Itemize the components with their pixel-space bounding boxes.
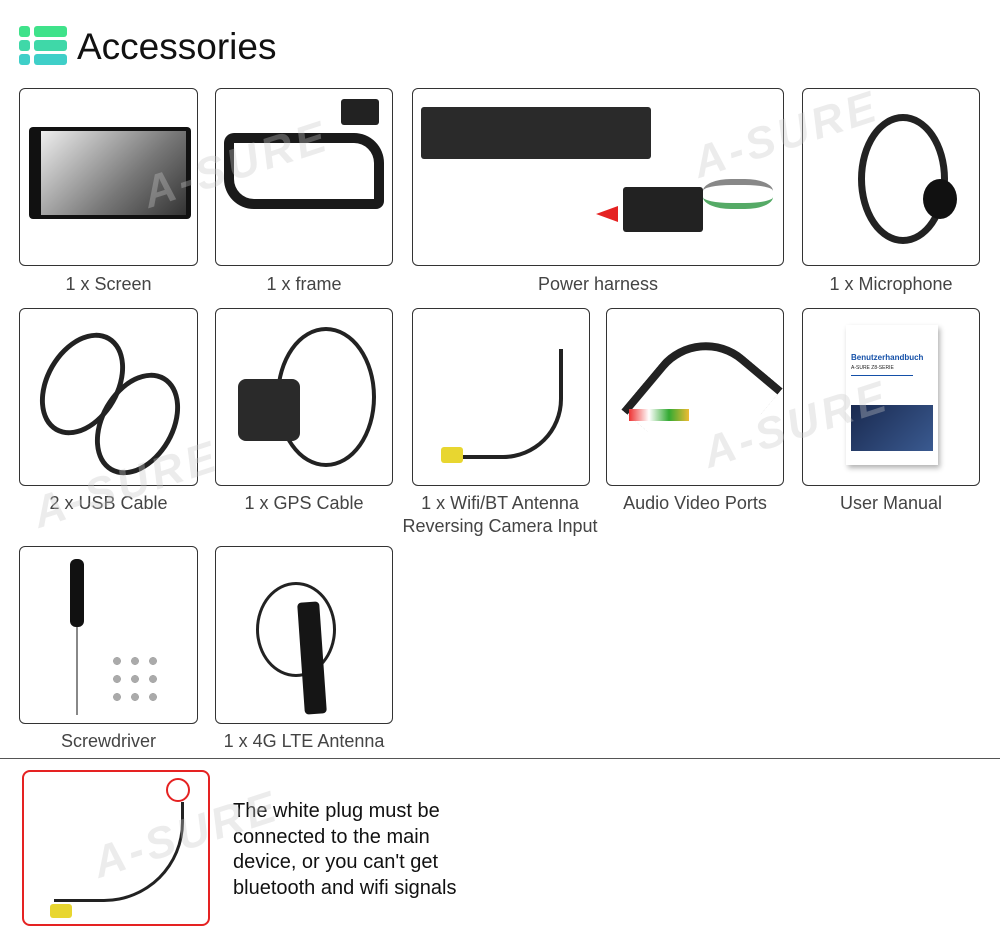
label-power-harness: Power harness	[537, 274, 659, 294]
card-microphone	[802, 88, 980, 266]
label-manual: User Manual	[839, 493, 943, 513]
divider	[0, 758, 1000, 759]
page-title: Accessories	[77, 26, 277, 67]
label-gps-cable: 1 x GPS Cable	[244, 493, 364, 513]
label-microphone: 1 x Microphone	[829, 274, 953, 294]
red-arrow-icon	[596, 206, 618, 222]
label-lte-antenna: 1 x 4G LTE Antenna	[223, 731, 385, 751]
card-gps-cable	[215, 308, 393, 486]
label-frame: 1 x frame	[266, 274, 342, 294]
screwdriver-image	[70, 559, 84, 627]
manual-image: Benutzerhandbuch A-SURE Z8-SERIE	[846, 325, 938, 465]
manual-title: Benutzerhandbuch	[851, 353, 924, 362]
label-screwdriver: Screwdriver	[60, 731, 157, 751]
white-plug-highlight	[166, 778, 190, 802]
card-antenna-cable	[412, 308, 590, 486]
list-icon	[19, 26, 67, 65]
harness-box-image	[623, 187, 703, 232]
label-antenna-line2: Reversing Camera Input	[402, 516, 598, 536]
label-av-ports: Audio Video Ports	[623, 493, 767, 513]
note-image-box	[22, 770, 210, 926]
card-usb-cable	[19, 308, 198, 486]
card-screwdriver	[19, 546, 198, 724]
card-power-harness	[412, 88, 784, 266]
card-av-ports	[606, 308, 784, 486]
antenna-cable-image	[443, 349, 563, 459]
manual-subtitle: A-SURE Z8-SERIE	[851, 365, 894, 371]
label-usb-cable: 2 x USB Cable	[49, 493, 168, 513]
note-text: The white plug must be connected to the …	[233, 800, 457, 899]
harness-connector-image	[421, 107, 651, 159]
card-lte-antenna	[215, 546, 393, 724]
av-ports-image	[621, 317, 783, 481]
card-screen	[19, 88, 198, 266]
lte-antenna-image	[256, 582, 336, 677]
label-antenna-cable: 1 x Wifi/BT Antenna Reversing Camera Inp…	[385, 492, 615, 538]
screws-image	[108, 652, 163, 702]
frame-image	[224, 133, 384, 209]
label-screen: 1 x Screen	[65, 274, 152, 294]
label-antenna-line1: 1 x Wifi/BT Antenna	[421, 493, 579, 513]
card-frame	[215, 88, 393, 266]
card-manual: Benutzerhandbuch A-SURE Z8-SERIE	[802, 308, 980, 486]
screen-image	[29, 127, 191, 219]
